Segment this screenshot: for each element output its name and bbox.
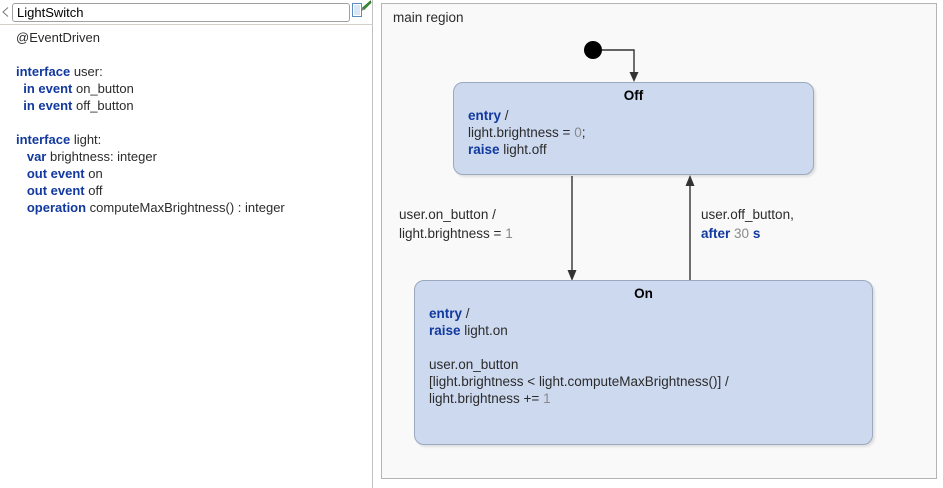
main-region-container[interactable]: main region Off entry /light.brightness … [381, 3, 937, 479]
statechart-diagram-canvas[interactable]: main region Off entry /light.brightness … [374, 0, 943, 488]
transition-label-on-to-off[interactable]: user.off_button,after 30 s [701, 207, 794, 241]
transition-label-off-to-on[interactable]: user.on_button /light.brightness = 1 [399, 207, 513, 241]
statechart-name-tools [351, 0, 373, 25]
state-on[interactable]: On entry /raise light.on user.on_button[… [414, 280, 873, 445]
state-off[interactable]: Off entry /light.brightness = 0;raise li… [453, 82, 814, 175]
statechart-name-input[interactable] [12, 2, 350, 22]
statechart-definition-panel: @EventDriven interface user: in event on… [0, 0, 373, 488]
state-on-body: entry /raise light.on user.on_button[lig… [429, 306, 729, 406]
collapse-left-triangle-icon[interactable] [0, 0, 12, 25]
main-region-label: main region [393, 10, 464, 25]
state-off-title: Off [623, 88, 644, 103]
state-on-title: On [634, 286, 653, 301]
statechart-name-row [0, 0, 373, 25]
initial-state-node[interactable] [584, 41, 602, 59]
document-properties-icon[interactable] [352, 2, 362, 22]
statechart-definition-code[interactable]: @EventDriven interface user: in event on… [16, 30, 285, 215]
state-off-body: entry /light.brightness = 0;raise light.… [468, 108, 586, 157]
edit-pencil-icon[interactable] [359, 0, 372, 18]
